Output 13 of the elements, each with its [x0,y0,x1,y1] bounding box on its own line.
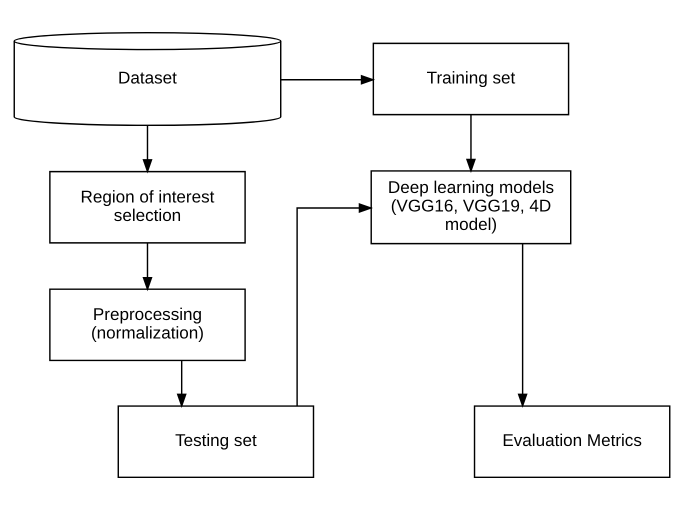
arrow [176,360,187,408]
node-box: Preprocessing (normalization) [49,288,246,361]
arrow [142,242,152,291]
arrow [296,202,373,406]
node-box: Deep learning models (VGG16, VGG19, 4D model) [370,170,572,244]
arrow [466,114,476,172]
arrow [518,243,528,408]
arrow [280,74,376,84]
arrow [142,125,152,173]
node-box: Evaluation Metrics [474,404,670,478]
node-box: Region of interest selection [49,170,246,244]
node-box: Testing set [118,404,314,478]
node-box: Training set [372,42,570,115]
